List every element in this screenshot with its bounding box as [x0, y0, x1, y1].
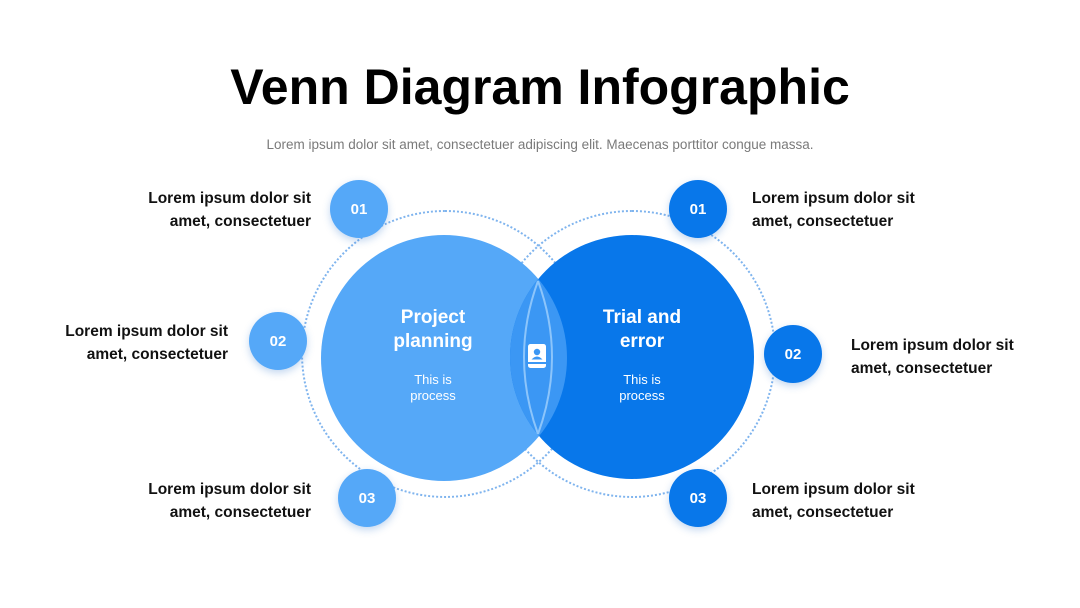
left-circle-title: Project planning — [393, 307, 473, 352]
left-item-text-03: Lorem ipsum dolor sit amet, consectetuer — [148, 481, 311, 521]
right-circle-description: This is process — [619, 372, 665, 403]
left-item-text-02: Lorem ipsum dolor sit amet, consectetuer — [65, 323, 228, 363]
left-badge-03: 03 — [338, 469, 396, 527]
right-item-text-02: Lorem ipsum dolor sit amet, consectetuer — [851, 337, 1014, 377]
right-item-text-03: Lorem ipsum dolor sit amet, consectetuer — [752, 481, 915, 521]
overlap-icon-holder — [515, 334, 559, 378]
slide-subtitle: Lorem ipsum dolor sit amet, consectetuer… — [266, 137, 814, 152]
right-item-text-01: Lorem ipsum dolor sit amet, consectetuer — [752, 190, 915, 230]
right-circle-label: Trial and error This is process — [562, 306, 722, 404]
left-circle-description: This is process — [410, 372, 456, 403]
left-badge-02: 02 — [249, 312, 307, 370]
right-circle-title: Trial and error — [602, 307, 682, 352]
left-circle-label: Project planning This is process — [353, 306, 513, 404]
right-badge-01: 01 — [669, 180, 727, 238]
contact-book-icon — [528, 344, 546, 368]
slide-title: Venn Diagram Infographic — [230, 59, 850, 115]
right-badge-02: 02 — [764, 325, 822, 383]
left-item-text-01: Lorem ipsum dolor sit amet, consectetuer — [148, 190, 311, 230]
right-badge-03: 03 — [669, 469, 727, 527]
left-badge-01: 01 — [330, 180, 388, 238]
